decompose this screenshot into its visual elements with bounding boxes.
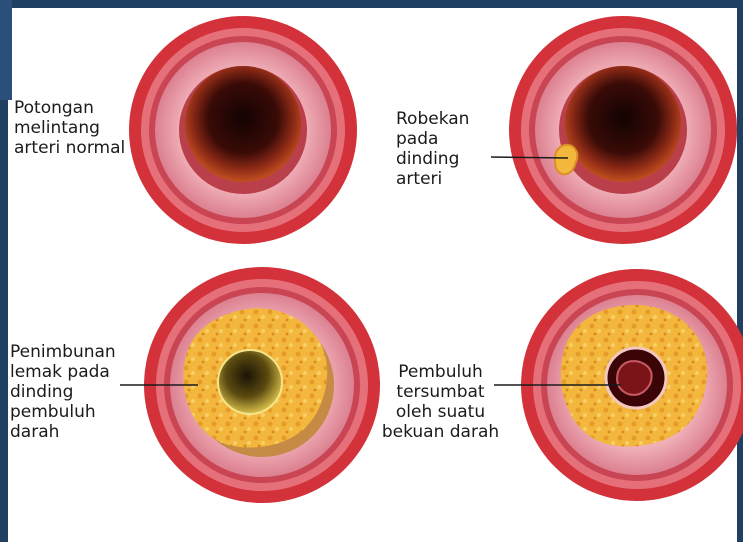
- fat-lumen: [218, 350, 282, 414]
- label-normal-artery: Potongan melintang arteri normal: [14, 98, 125, 158]
- artery-tear: [509, 16, 737, 244]
- label-blood-clot: Pembuluh tersumbat oleh suatu bekuan dar…: [378, 362, 503, 442]
- leader-line-tear: [491, 157, 568, 158]
- label-fat-deposit: Penimbunan lemak pada dinding pembuluh d…: [10, 342, 116, 442]
- blood-clot: [617, 361, 652, 395]
- artery-normal: [129, 16, 357, 244]
- label-arterial-tear: Robekan pada dinding arteri: [396, 109, 469, 189]
